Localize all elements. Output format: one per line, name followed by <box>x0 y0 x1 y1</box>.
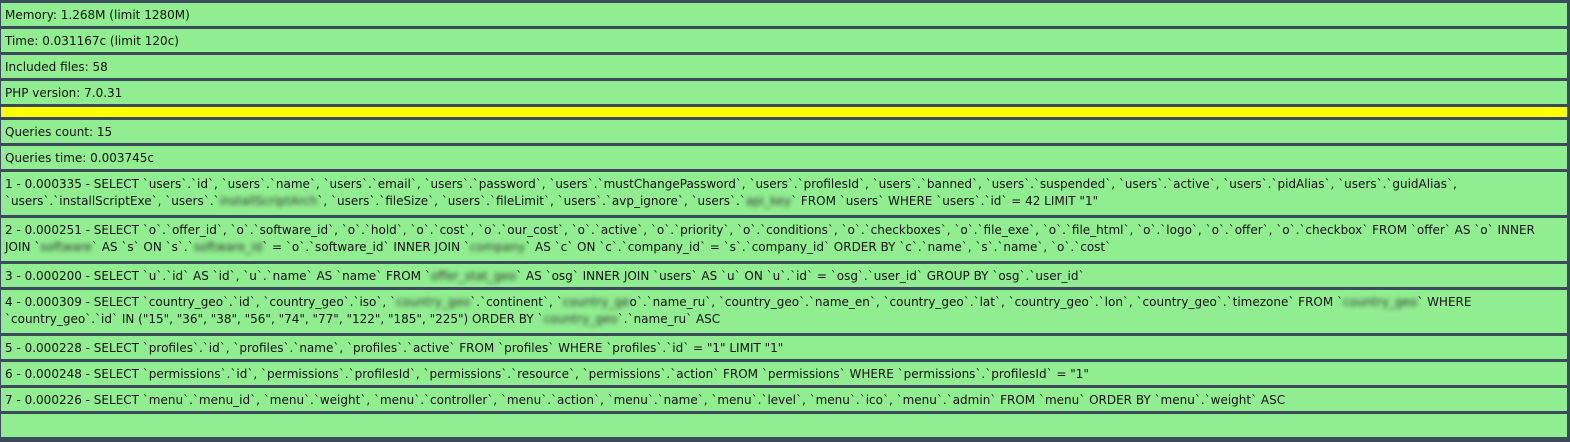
query-2-text-b: ` AS `s` ON `s`.` <box>91 240 194 254</box>
query-4-redacted-1: country_geo <box>396 295 471 309</box>
query-1-redacted-1: installScriptArch <box>219 194 318 208</box>
query-1-text-a: 1 - 0.000335 - SELECT `users`.`id`, `use… <box>5 177 1457 208</box>
query-1-text-b: `, `users`.`fileSize`, `users`.`fileLimi… <box>317 194 746 208</box>
query-2-text-c: ` = `o`.`software_id` INNER JOIN ` <box>262 240 470 254</box>
included-files-row: Included files: 58 <box>1 52 1567 78</box>
query-3-text-b: ` AS `osg` INNER JOIN `users` AS `u` ON … <box>516 269 1085 283</box>
query-2-redacted-3: company <box>469 240 526 254</box>
query-4-text-d: ` WHERE `country_geo`.`id` IN ("15", "36… <box>5 295 1472 326</box>
query-row-6: 6 - 0.000248 - SELECT `permissions`.`id`… <box>1 359 1567 385</box>
query-4-text-a: 4 - 0.000309 - SELECT `country_geo`.`id`… <box>5 295 397 309</box>
queries-count-row: Queries count: 15 <box>1 117 1567 143</box>
query-2-redacted-1: software <box>40 240 92 254</box>
query-row-3: 3 - 0.000200 - SELECT `u`.`id` AS `id`, … <box>1 261 1567 287</box>
time-text: Time: 0.031167c (limit 120c) <box>5 34 179 48</box>
memory-text: Memory: 1.268M (limit 1280M) <box>5 8 190 22</box>
query-6-text: 6 - 0.000248 - SELECT `permissions`.`id`… <box>5 367 1089 381</box>
query-1-text-c: ` FROM `users` WHERE `users`.`id` = 42 L… <box>791 194 1099 208</box>
query-row-4: 4 - 0.000309 - SELECT `country_geo`.`id`… <box>1 287 1567 333</box>
query-row-1: 1 - 0.000335 - SELECT `users`.`id`, `use… <box>1 169 1567 215</box>
query-row-2: 2 - 0.000251 - SELECT `o`.`offer_id`, `o… <box>1 215 1567 261</box>
query-4-redacted-3: country_geo <box>1343 295 1418 309</box>
included-files-text: Included files: 58 <box>5 60 108 74</box>
query-4-text-e: `.`name_ru` ASC <box>617 312 721 326</box>
query-2-text-d: ` AS `c` ON `c`.`company_id` = `s`.`comp… <box>525 240 1112 254</box>
query-4-text-c: o`.`name_ru`, `country_geo`.`name_en`, `… <box>629 295 1344 309</box>
query-3-redacted-1: offer_stat_geo <box>430 269 517 283</box>
query-2-redacted-2: software_id <box>193 240 263 254</box>
query-4-redacted-2: country_ge <box>562 295 630 309</box>
queries-time-row: Queries time: 0.003745c <box>1 143 1567 169</box>
query-4-text-b: `.`continent`, ` <box>470 295 563 309</box>
php-version-text: PHP version: 7.0.31 <box>5 86 123 100</box>
query-2-text-a: 2 - 0.000251 - SELECT `o`.`offer_id`, `o… <box>5 223 1535 254</box>
query-row-7: 7 - 0.000226 - SELECT `menu`.`menu_id`, … <box>1 385 1567 411</box>
memory-row: Memory: 1.268M (limit 1280M) <box>1 0 1567 26</box>
separator-bar <box>1 104 1567 117</box>
query-4-redacted-4: country_geo <box>543 312 618 326</box>
queries-count-text: Queries count: 15 <box>5 125 113 139</box>
query-7-text: 7 - 0.000226 - SELECT `menu`.`menu_id`, … <box>5 393 1286 407</box>
query-1-redacted-2: api_key <box>745 194 792 208</box>
php-version-row: PHP version: 7.0.31 <box>1 78 1567 104</box>
query-3-text-a: 3 - 0.000200 - SELECT `u`.`id` AS `id`, … <box>5 269 431 283</box>
queries-time-text: Queries time: 0.003745c <box>5 151 154 165</box>
query-row-5: 5 - 0.000228 - SELECT `profiles`.`id`, `… <box>1 333 1567 359</box>
query-5-text: 5 - 0.000228 - SELECT `profiles`.`id`, `… <box>5 341 784 355</box>
query-row-8 <box>1 411 1567 437</box>
time-row: Time: 0.031167c (limit 120c) <box>1 26 1567 52</box>
